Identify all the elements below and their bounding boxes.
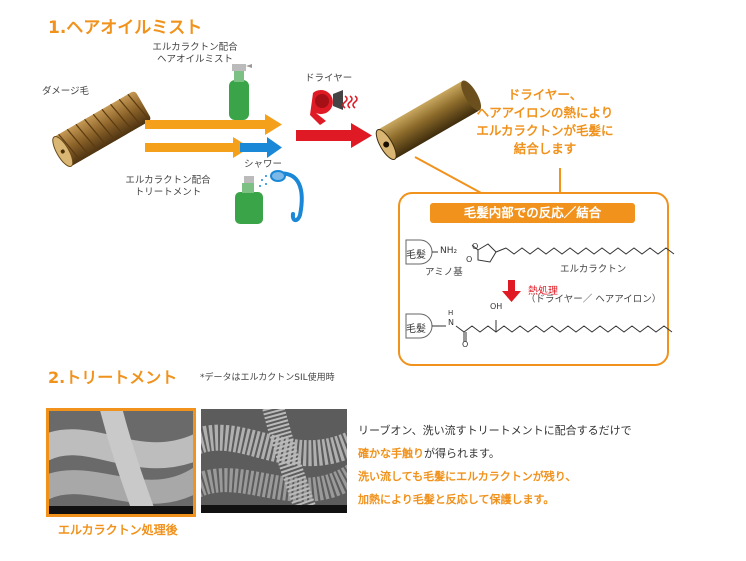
desc-line1: リーブオン、洗い流すトリートメントに配合するだけで (358, 424, 632, 437)
o-label: O (462, 340, 469, 349)
result-text: ドライヤー、 ヘアアイロンの熱により エルカラクトンが毛髪に 結合します (470, 86, 620, 158)
section2-title: 2.トリートメント (48, 368, 178, 387)
reaction-diagram (405, 239, 675, 342)
damaged-hair-label: ダメージ毛 (42, 86, 90, 97)
heat-arrow (502, 280, 521, 302)
desc-line2-rest: が得られます。 (424, 447, 500, 460)
treatment-label: エルカラクトン配合 トリートメント (118, 175, 218, 199)
heat-label: 熱処理 (528, 286, 558, 297)
result-line4: 結合します (513, 141, 577, 156)
heat-detail: （ドライヤー／ ヘアアイロン） (526, 294, 662, 305)
blue-arrow (240, 137, 282, 158)
treatment-description: リーブオン、洗い流すトリートメントに配合するだけで 確かな手触りが得られます。 … (358, 419, 632, 511)
h-label: H (448, 309, 454, 317)
damaged-hair-icon (52, 91, 151, 168)
desc-line2-bold: 確かな手触り (358, 447, 424, 460)
hair-blob-2 (405, 313, 433, 339)
sem-caption: エルカラクトン処理後 (58, 523, 178, 537)
process-illustration (52, 64, 561, 224)
nh2-label: NH₂ (440, 246, 458, 256)
result-line1: ドライヤー、 (507, 87, 583, 102)
mist-bottle-icon (229, 64, 252, 120)
ring-o-label: O (472, 242, 479, 251)
treatment-label-line1: エルカラクトン配合 (125, 175, 211, 186)
orange-arrow-2 (145, 137, 250, 158)
oh-label: OH (490, 302, 503, 311)
treated-hair-icon (375, 80, 482, 161)
product-chain (432, 320, 673, 342)
mist-label-line2: ヘアオイルミスト (156, 54, 233, 65)
lactone-ring (471, 243, 675, 263)
treatment-label-line2: トリートメント (134, 187, 202, 198)
data-note: *データはエルカクトンSIL使用時 (200, 373, 335, 383)
treatment-bottle-icon (235, 176, 263, 224)
n-label: N (448, 318, 454, 327)
red-arrow (296, 123, 372, 148)
result-line2: ヘアアイロンの熱により (476, 105, 614, 120)
reaction-box-title: 毛髪内部での反応／結合 (430, 203, 635, 223)
hair-label-1: 毛髪 (406, 250, 426, 261)
desc-line2: 確かな手触りが得られます。 (358, 442, 632, 465)
dryer-label: ドライヤー (305, 73, 353, 84)
sem-image-treated (46, 408, 196, 517)
mist-label-line1: エルカラクトン配合 (152, 42, 238, 53)
result-line3: エルカラクトンが毛髪に (476, 123, 614, 138)
hair-dryer-icon (310, 90, 358, 125)
shower-icon (259, 170, 304, 223)
carbonyl-o-label: O (466, 255, 473, 264)
orange-arrow-1 (145, 114, 282, 135)
desc-line4: 加熱により毛髪と反応して保護します。 (358, 493, 555, 506)
mist-label: エルカラクトン配合 ヘアオイルミスト (150, 42, 240, 66)
hair-label-2: 毛髪 (406, 324, 426, 335)
sem-image-untreated (201, 409, 347, 513)
hair-blob-1 (405, 239, 433, 265)
section1-title: 1.ヘアオイルミスト (48, 18, 203, 38)
connector-line (414, 156, 484, 195)
shower-label: シャワー (244, 159, 283, 170)
desc-line3: 洗い流しても毛髪にエルカラクトンが残り、 (358, 470, 577, 483)
amino-label: アミノ基 (425, 267, 463, 278)
lactone-label: エルカラクトン (560, 264, 627, 275)
